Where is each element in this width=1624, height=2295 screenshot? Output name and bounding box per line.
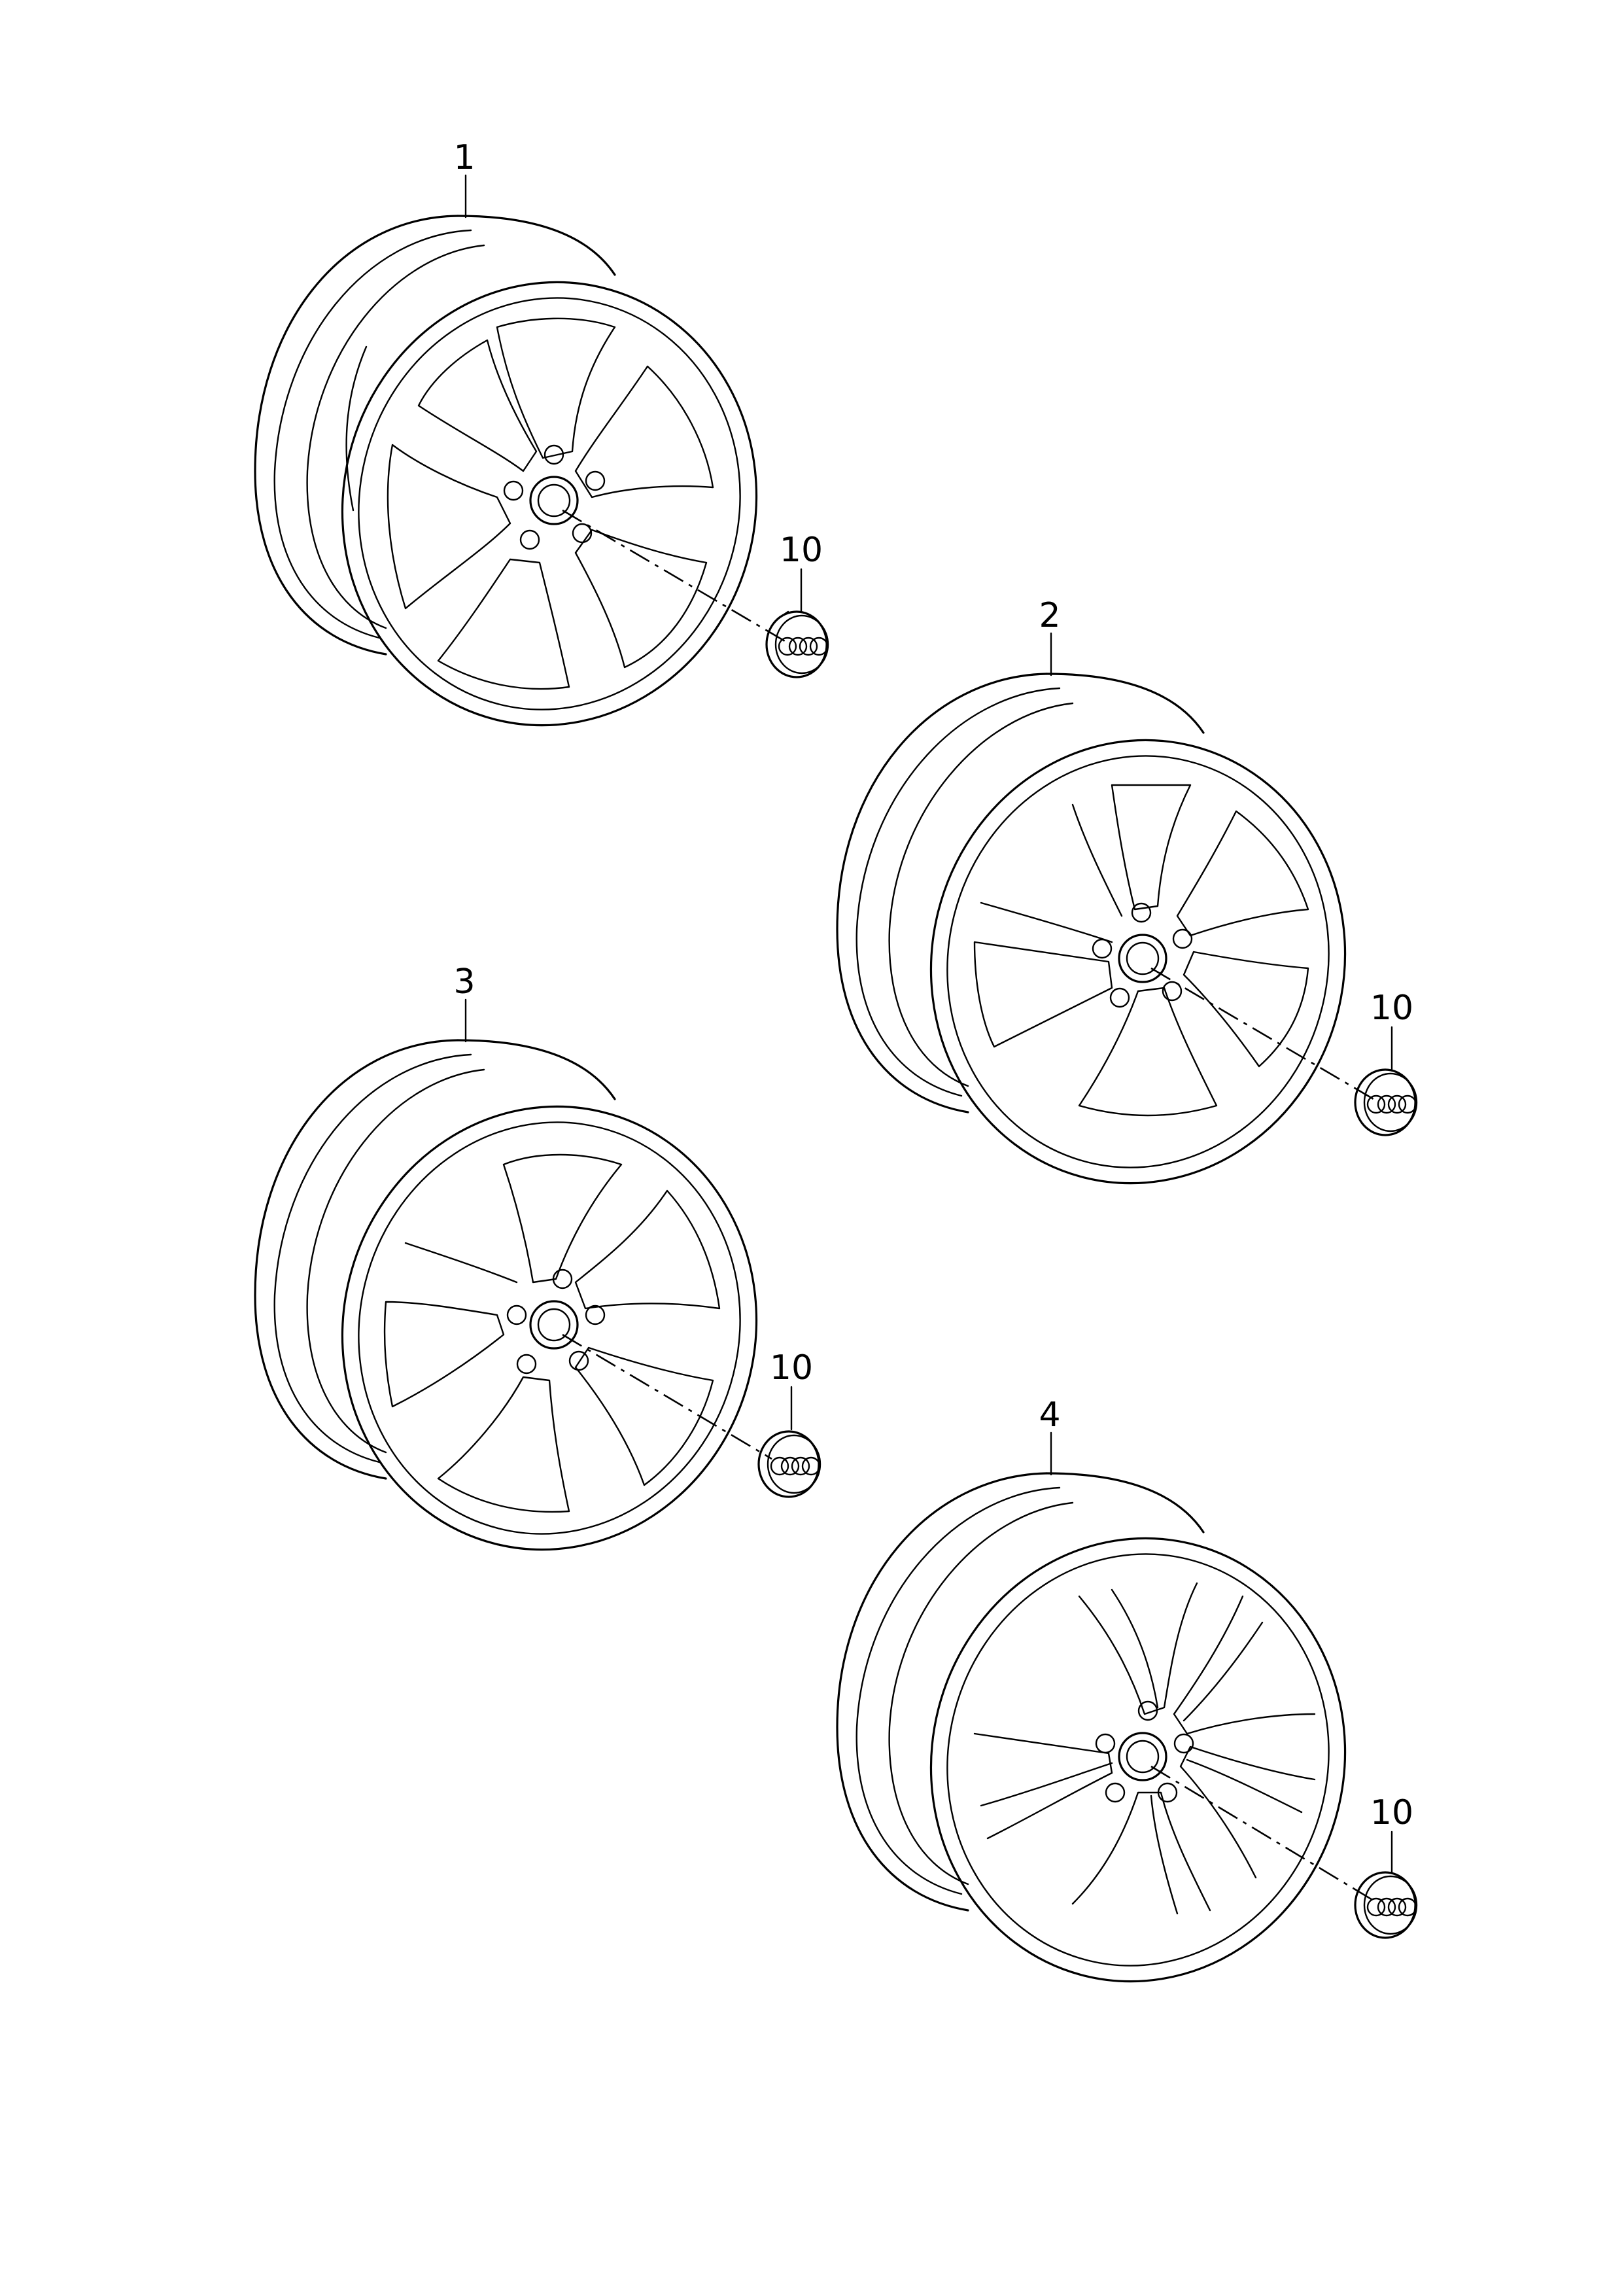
cap-label-4: 10 <box>1370 1793 1413 1832</box>
wheel-2[interactable]: 2 10 <box>836 596 1418 1227</box>
wheel-4[interactable]: 4 10 <box>836 1395 1418 2025</box>
wheel-3[interactable]: 3 10 <box>254 962 821 1594</box>
center-cap-1[interactable]: 10 <box>765 531 829 678</box>
part-label-4: 4 <box>1039 1395 1060 1435</box>
part-label-1: 1 <box>453 138 475 177</box>
part-label-2: 2 <box>1039 596 1060 635</box>
wheel-1[interactable]: 1 10 <box>254 138 829 769</box>
cap-label-3: 10 <box>770 1348 813 1388</box>
center-cap-2[interactable]: 10 <box>1354 989 1418 1136</box>
cap-label-1: 10 <box>780 531 823 570</box>
part-label-3: 3 <box>453 962 475 1002</box>
center-cap-4[interactable]: 10 <box>1354 1793 1418 1939</box>
center-cap-3[interactable]: 10 <box>757 1348 821 1498</box>
cap-label-2: 10 <box>1370 989 1413 1028</box>
